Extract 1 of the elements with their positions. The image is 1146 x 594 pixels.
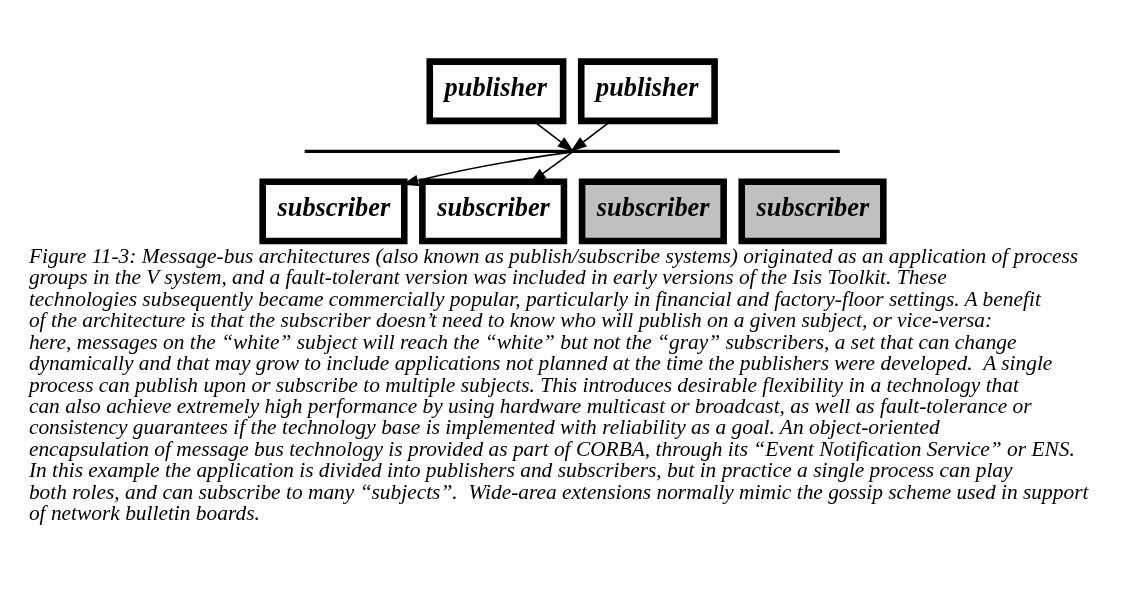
caption: Figure 11-3: Message-bus architectures (also known as publish/subscribe systems) originated as an application of process groups in the V system, and a fault-tolerant version was included in early versions of the Isis Toolkit. These technologies subsequently became commercially popular, particularly in financial and factory-floor settings. A benefit of the architecture is that the subscriber doesn’t need to know who will publish on a given subject, or vice-versa: here, messages on the “white” subject will reach the “white” but not the “gray” subscribers, a set that can change dynamically and that may grow to include applications not planned at the time the publishers were developed. A single process can publish upon or subscribe to multiple subjects. This introduces desirable flexibility in a technology that can also achieve extremely high performance by using hardware multicast or broadcast, as well as fault-tolerance or consistency guarantees if the technology base is implemented with reliability as a goal. An object-oriented encapsulation of message bus technology is provided as part of CORBA, through its “Event Notification Service” or ENS. In this example the application is divided into publishers and subscribers, but in practice a single process can play both roles, and can subscribe to many “subjects”. Wide-area extensions normally mimic the gossip scheme used in support of network bulletin boards. (28, 244, 1089, 525)
